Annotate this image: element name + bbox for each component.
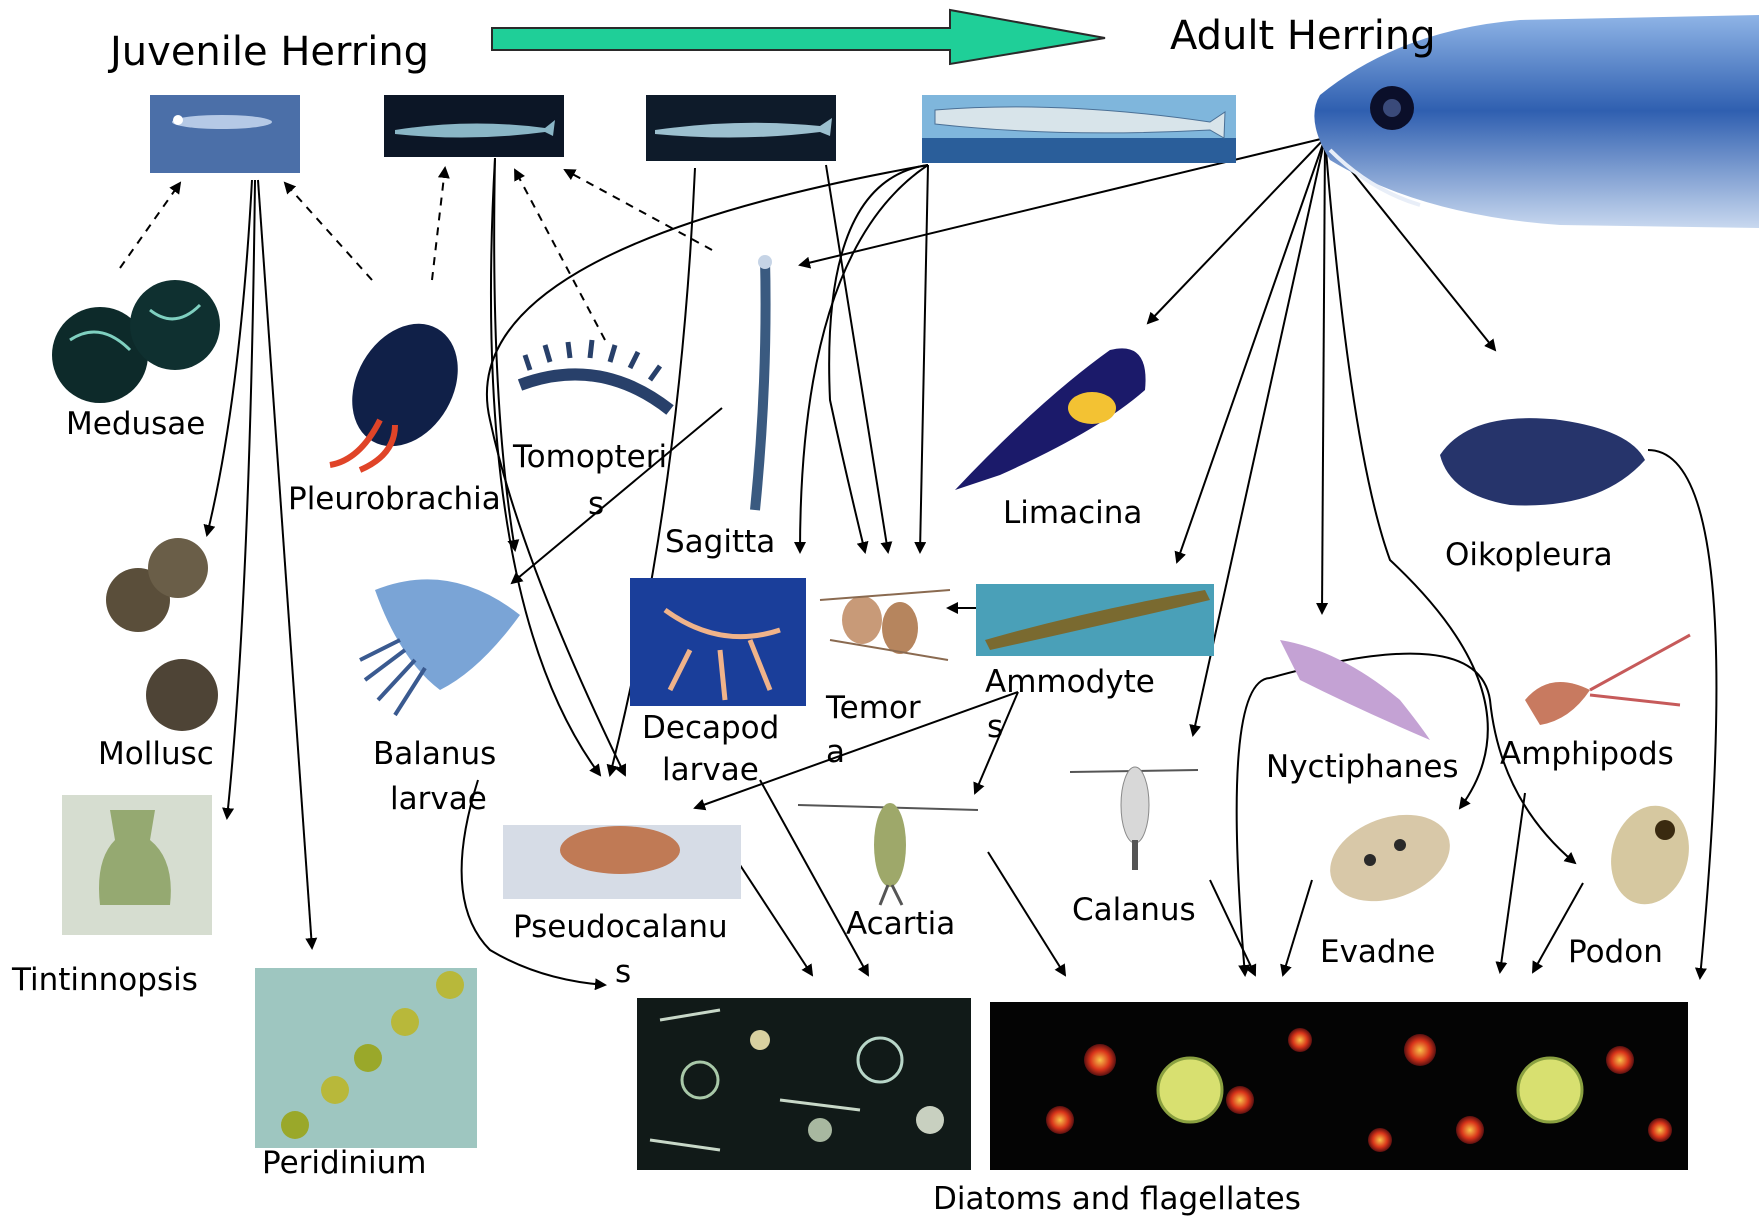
oikopleura-image — [1440, 418, 1645, 505]
amphipods-image — [1525, 635, 1690, 725]
medusae-label: Medusae — [66, 407, 205, 441]
ammodytes-label-line-1: Ammodyte — [985, 665, 1155, 699]
evadne-image — [1318, 799, 1462, 917]
acartia-label: Acartia — [846, 907, 955, 941]
tintinnopsis-label: Tintinnopsis — [12, 963, 198, 997]
pseudocalanus-label-line-1: Pseudocalanu — [513, 910, 728, 944]
tomopteris-label-line-2: s — [588, 487, 604, 521]
juvenile-herring-stage-1-image — [150, 95, 300, 173]
tintinnopsis-image — [62, 795, 212, 935]
decapod-larvae-image — [630, 578, 806, 706]
nyctiphanes-label: Nyctiphanes — [1266, 750, 1459, 784]
mollusc-image — [106, 538, 218, 731]
oikopleura-label: Oikopleura — [1445, 538, 1613, 572]
evadne-label: Evadne — [1320, 935, 1435, 969]
nyctiphanes-image — [1280, 640, 1430, 740]
balanus-image — [360, 579, 520, 715]
mollusc-label: Mollusc — [98, 737, 214, 771]
juvenile-herring-stage-4-image — [922, 95, 1236, 163]
growth-arrow — [492, 10, 1105, 64]
ammodytes-label-line-2: s — [987, 710, 1003, 744]
juvenile-herring-title: Juvenile Herring — [110, 30, 429, 74]
limacina-label: Limacina — [1003, 496, 1142, 530]
amphipods-label: Amphipods — [1500, 737, 1674, 771]
medusae-image — [52, 280, 220, 403]
peridinium-image — [255, 968, 477, 1148]
limacina-image — [955, 348, 1146, 490]
juvenile-herring-stage-3-image — [646, 95, 836, 161]
ammodytes-image — [976, 584, 1214, 656]
adult-herring-title: Adult Herring — [1170, 14, 1436, 58]
tomopteris-image — [520, 340, 670, 410]
decapod-label-line-1: Decapod — [642, 711, 779, 745]
balanus-label-line-2: larvae — [390, 782, 487, 816]
calanus-image — [1070, 767, 1198, 870]
diatoms-label: Diatoms and flagellates — [933, 1182, 1301, 1216]
calanus-label: Calanus — [1072, 893, 1196, 927]
pleurobrachia-label: Pleurobrachia — [288, 482, 501, 516]
flagellates-image — [990, 1002, 1688, 1170]
decapod-label-line-2: larvae — [662, 753, 759, 787]
tomopteris-label-line-1: Tomopteri — [513, 440, 667, 474]
podon-image — [1600, 797, 1699, 913]
podon-label: Podon — [1568, 935, 1663, 969]
acartia-image — [798, 803, 978, 905]
temora-label-line-1: Temor — [826, 691, 921, 725]
sagitta-label: Sagitta — [665, 525, 775, 559]
balanus-label-line-1: Balanus — [373, 737, 496, 771]
sagitta-image — [755, 255, 772, 510]
peridinium-label: Peridinium — [262, 1146, 426, 1180]
pleurobrachia-image — [330, 305, 479, 470]
pseudocalanus-label-line-2: s — [615, 955, 631, 989]
juvenile-herring-stage-2-image — [384, 95, 564, 157]
temora-image — [820, 590, 950, 660]
diatoms-image — [637, 998, 971, 1170]
pseudocalanus-image — [503, 825, 741, 899]
temora-label-line-2: a — [826, 735, 845, 769]
